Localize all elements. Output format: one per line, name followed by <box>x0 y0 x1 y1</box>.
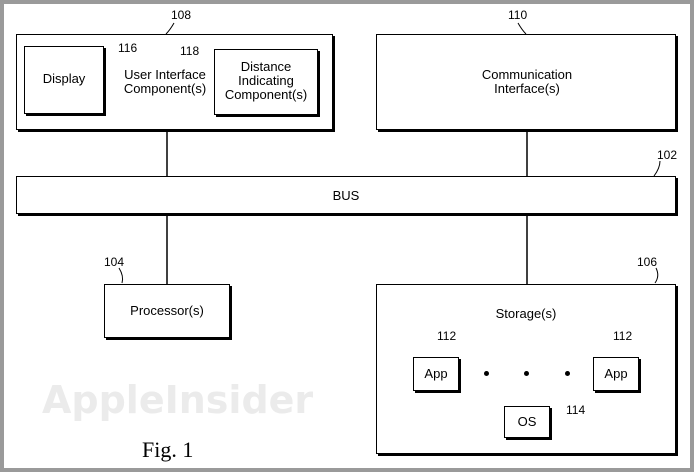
processor-box[interactable] <box>104 284 230 338</box>
ref-106: 106 <box>637 255 658 269</box>
ellipsis-dot <box>484 371 489 376</box>
app-right-box[interactable] <box>593 357 639 391</box>
display-label: Display <box>42 71 86 86</box>
os-label: OS <box>517 414 537 429</box>
app-left-box[interactable] <box>413 357 459 391</box>
leader-106 <box>654 267 659 284</box>
ref-104: 104 <box>104 255 125 269</box>
storage-label: Storage(s) <box>495 306 557 321</box>
ref-118: 118 <box>180 44 200 58</box>
app-left-label: App <box>424 366 448 381</box>
leader-108 <box>165 22 175 35</box>
watermark-text: AppleInsider <box>42 378 314 422</box>
ref-108: 108 <box>171 8 192 22</box>
bus-label: BUS <box>332 188 360 203</box>
ref-112-left: 112 <box>437 329 457 343</box>
ref-116: 116 <box>118 41 138 55</box>
leader-102 <box>653 160 661 177</box>
ref-112-right: 112 <box>613 329 633 343</box>
leader-110 <box>517 22 527 35</box>
distance-indicating-label: Distance Indicating Component(s) <box>224 59 308 102</box>
os-box[interactable] <box>504 406 550 438</box>
ellipsis-dot <box>524 371 529 376</box>
ref-102: 102 <box>657 148 678 162</box>
display-box[interactable] <box>24 46 104 114</box>
ellipsis-dot <box>565 371 570 376</box>
bus-box[interactable] <box>16 176 676 214</box>
ref-110: 110 <box>508 8 528 22</box>
figure-caption: Fig. 1 <box>142 437 194 462</box>
app-right-label: App <box>604 366 628 381</box>
communication-interface-label: Communication Interface(s) <box>481 67 573 96</box>
distance-indicating-box[interactable] <box>214 49 318 115</box>
ref-114: 114 <box>566 403 586 417</box>
leader-104 <box>118 267 124 284</box>
processor-label: Processor(s) <box>130 303 204 318</box>
ui-component-label: User Interface Component(s) <box>123 67 207 96</box>
communication-interface-box[interactable] <box>376 34 676 130</box>
